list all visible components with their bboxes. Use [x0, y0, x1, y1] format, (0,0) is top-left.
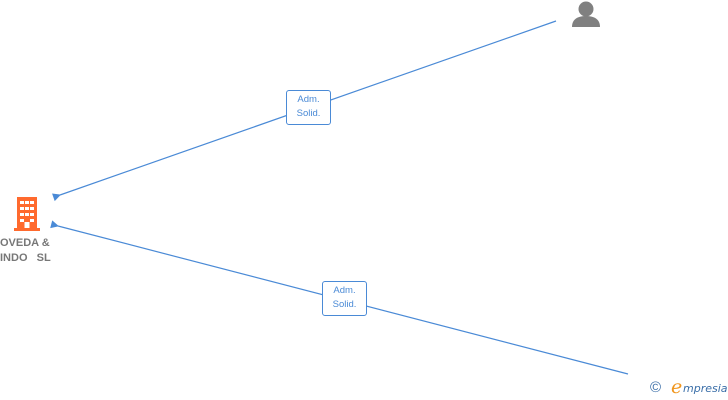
- building-icon: [14, 197, 40, 231]
- edge-label-adm-solid[interactable]: Adm. Solid.: [286, 90, 331, 125]
- edge-label-line1: Adm.: [297, 94, 320, 105]
- edge-label-line2: Solid.: [296, 108, 321, 119]
- edge-label-line1: Adm.: [333, 285, 356, 296]
- brand-logo-text: mpresia: [683, 382, 728, 395]
- company-node[interactable]: OVEDA & INDO SL: [0, 196, 70, 276]
- brand-logo-initial: e: [671, 376, 683, 398]
- edge-label-line2: Solid.: [332, 299, 357, 310]
- copyright-icon: ©: [650, 379, 662, 396]
- person-node[interactable]: [570, 0, 602, 30]
- edge-label-adm-solid[interactable]: Adm. Solid.: [322, 281, 367, 316]
- company-name: OVEDA & INDO SL: [0, 237, 51, 264]
- person-icon: [572, 1, 600, 27]
